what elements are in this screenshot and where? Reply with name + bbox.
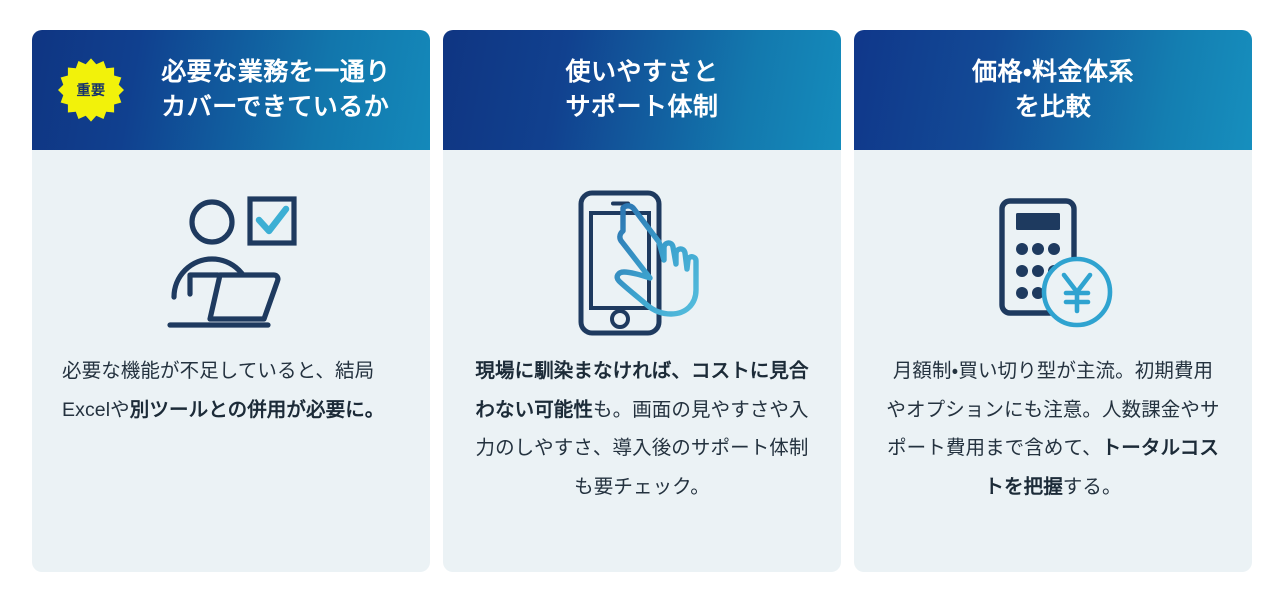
card-price-comparison: 価格・料金体系 を比較 <box>854 30 1252 572</box>
text-bold: 現場に馴染まなければ、コストに見合わない可能性 <box>475 360 809 421</box>
icon-container <box>62 172 400 352</box>
smartphone-tap-hand-icon <box>578 190 699 335</box>
important-badge: 重要 <box>58 57 124 123</box>
card-title: 必要な業務を一通り カバーできているか <box>161 57 391 122</box>
card-body: 月額制・買い切り型が主流。初期費用やオプションにも注意。人数課金やサポート費用ま… <box>854 150 1252 572</box>
card-body: 現場に馴染まなければ、コストに見合わない可能性も。画面の見やすさや入力のしやすさ… <box>443 150 841 572</box>
card-usability-support: 使いやすさと サポート体制 <box>443 30 841 572</box>
icon-container <box>473 172 811 352</box>
important-badge-label: 重要 <box>76 82 106 98</box>
card-header: 価格・料金体系 を比較 <box>854 30 1252 150</box>
card-header: 使いやすさと サポート体制 <box>443 30 841 150</box>
card-title: 価格・料金体系 を比較 <box>971 57 1134 122</box>
card-description: 月額制・買い切り型が主流。初期費用やオプションにも注意。人数課金やサポート費用ま… <box>884 352 1222 506</box>
calculator-yen-icon <box>999 198 1113 328</box>
person-laptop-checkbox-icon <box>167 196 297 328</box>
text-regular: 月額制・買い切り型が主流。初期費用やオプションにも注意。人数課金やサポート費用ま… <box>886 360 1220 460</box>
text-regular: 必要な機能が不足していると、結局Excelや <box>62 360 375 421</box>
card-body: 必要な機能が不足していると、結局Excelや別ツールとの併用が必要に。 <box>32 150 430 572</box>
card-coverage: 重要 必要な業務を一通り カバーできているか <box>32 30 430 572</box>
card-description: 必要な機能が不足していると、結局Excelや別ツールとの併用が必要に。 <box>62 352 400 429</box>
text-bold: 別ツールとの併用が必要に。 <box>129 398 385 421</box>
text-regular-tail: する。 <box>1062 475 1122 498</box>
card-description: 現場に馴染まなければ、コストに見合わない可能性も。画面の見やすさや入力のしやすさ… <box>473 352 811 506</box>
text-bold: トータルコストを把握 <box>984 437 1219 498</box>
icon-container <box>884 172 1222 352</box>
starburst-icon <box>58 58 124 122</box>
card-title: 使いやすさと サポート体制 <box>565 57 719 122</box>
text-regular: も。画面の見やすさや入力のしやすさ、導入後のサポート体制も要チェック。 <box>475 398 809 498</box>
card-header: 重要 必要な業務を一通り カバーできているか <box>32 30 430 150</box>
